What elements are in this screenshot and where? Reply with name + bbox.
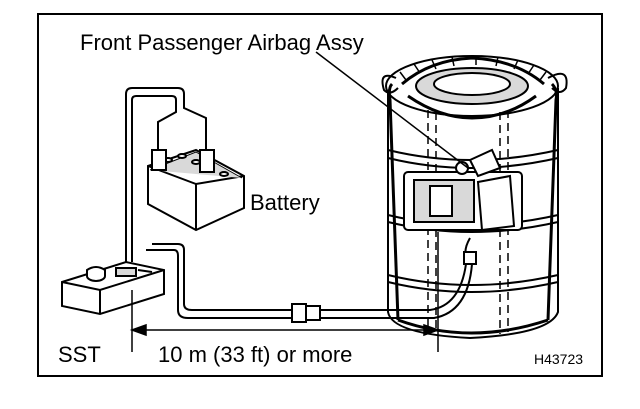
figure-border xyxy=(37,13,603,377)
figure-code: H43723 xyxy=(534,351,583,367)
tire-stack-icon xyxy=(381,55,568,340)
wiring xyxy=(125,51,473,319)
connector-icon xyxy=(291,303,321,323)
sst-device-icon xyxy=(61,260,165,316)
battery-icon xyxy=(147,128,245,232)
battery-label: Battery xyxy=(250,190,320,215)
sst-label: SST xyxy=(58,342,101,367)
airbag-label: Front Passenger Airbag Assy xyxy=(80,30,364,55)
airbag-module-icon xyxy=(403,148,523,265)
distance-label: 10 m (33 ft) or more xyxy=(158,342,352,367)
distance-dimension xyxy=(129,232,441,352)
